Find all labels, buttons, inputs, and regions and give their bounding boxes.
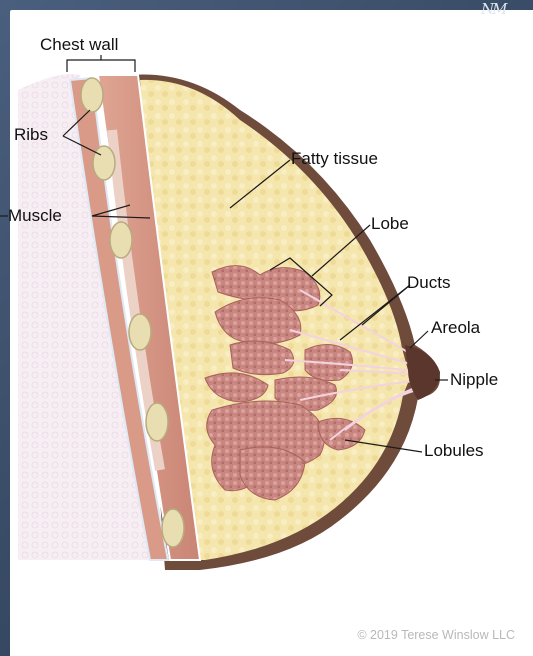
- label-fatty-tissue: Fatty tissue: [291, 149, 378, 169]
- label-muscle: Muscle: [8, 206, 62, 226]
- copyright-notice: © 2019 Terese Winslow LLC: [357, 628, 515, 642]
- label-areola: Areola: [431, 318, 480, 338]
- label-lobe: Lobe: [371, 214, 409, 234]
- label-lobules: Lobules: [424, 441, 484, 461]
- label-nipple: Nipple: [450, 370, 498, 390]
- label-ducts: Ducts: [407, 273, 450, 293]
- label-chest-wall: Chest wall: [40, 35, 118, 55]
- label-ribs: Ribs: [14, 125, 48, 145]
